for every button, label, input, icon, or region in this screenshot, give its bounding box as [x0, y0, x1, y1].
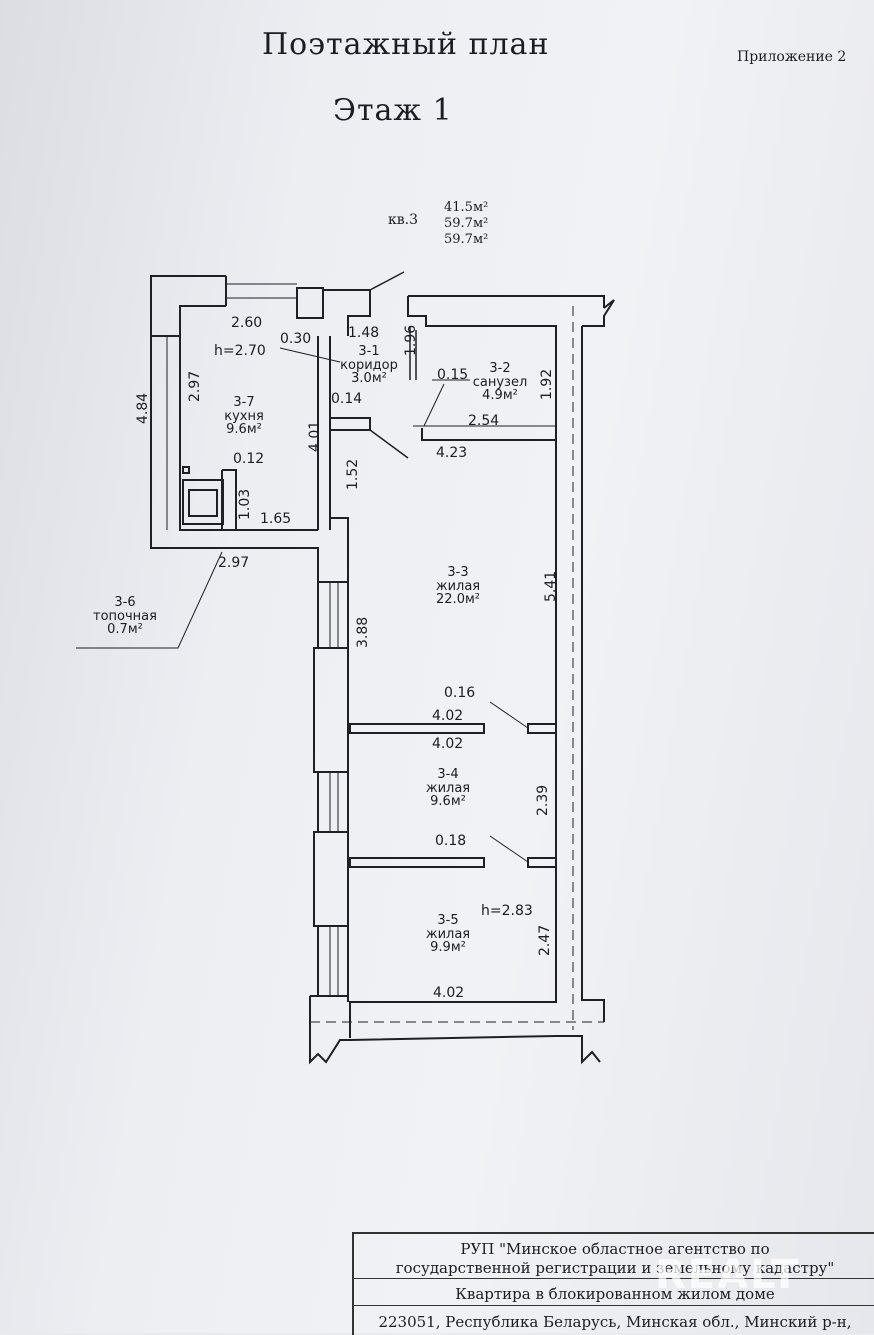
- title-block: РУП "Минское областное агентство по госу…: [352, 1232, 874, 1335]
- dim-2-97-vertical: 2.97: [187, 370, 203, 402]
- apartment-area-3: 59.7м²: [444, 232, 489, 247]
- room-3-2-number: 3-2: [489, 361, 511, 376]
- room-3-1-name: коридор: [340, 357, 398, 373]
- room-3-1-area: 3.0м²: [351, 371, 387, 387]
- dim-0-14: 0.14: [331, 391, 363, 407]
- stamp-object: Квартира в блокированном жилом доме: [455, 1285, 775, 1303]
- room-3-1: 3-1 коридор 3.0м²: [334, 345, 404, 386]
- room-3-6-name: топочная: [93, 608, 157, 624]
- apartment-label: кв.3: [388, 212, 418, 228]
- dim-5-41: 5.41: [543, 570, 559, 602]
- room-3-6: 3-6 топочная 0.7м²: [80, 596, 170, 637]
- dim-3-88: 3.88: [355, 616, 371, 648]
- dim-2-47: 2.47: [537, 924, 553, 956]
- dim-4-84: 4.84: [135, 392, 151, 424]
- dim-4-02-upper: 4.02: [432, 708, 464, 724]
- room-3-3-area: 22.0м²: [436, 592, 480, 608]
- kitchen-inner-wall: [179, 305, 318, 531]
- dim-2-60: 2.60: [231, 315, 263, 331]
- room-3-2-area: 4.9м²: [482, 388, 518, 404]
- dim-1-48: 1.48: [348, 325, 380, 341]
- dim-4-23: 4.23: [436, 445, 468, 461]
- dim-1-92: 1.92: [539, 368, 555, 400]
- room-3-4-area: 9.6м²: [430, 794, 466, 810]
- dim-4-01: 4.01: [307, 420, 323, 452]
- room-3-5-name: жилая: [425, 926, 471, 942]
- stamp-org-line-1: РУП "Минское областное агентство по: [460, 1240, 770, 1258]
- room-3-3: 3-3 жилая 22.0м²: [418, 566, 498, 607]
- stamp-divider-2: [354, 1305, 874, 1306]
- dim-1-96: 1.96: [403, 324, 419, 356]
- kitchen-height: h=2.70: [214, 343, 266, 359]
- room-3-7-name: кухня: [224, 408, 264, 424]
- room-3-5: 3-5 жилая 9.9м²: [410, 914, 486, 955]
- room-3-5-number: 3-5: [437, 913, 459, 928]
- page-title: Поэтажный план: [262, 27, 550, 62]
- room-3-4-name: жилая: [425, 780, 471, 796]
- room-3-2-name: санузел: [472, 374, 528, 390]
- stamp-org-line-2: государственной регистрации и земельному…: [395, 1259, 835, 1277]
- appendix-label: Приложение 2: [737, 49, 847, 65]
- dim-0-18: 0.18: [435, 833, 467, 849]
- room-3-6-number: 3-6: [114, 595, 136, 610]
- dim-1-52: 1.52: [345, 458, 361, 490]
- dim-0-12: 0.12: [233, 451, 265, 467]
- dim-0-15: 0.15: [437, 367, 469, 383]
- room-3-2: 3-2 санузел 4.9м²: [465, 362, 535, 403]
- dim-1-65: 1.65: [260, 511, 292, 527]
- room-3-6-area: 0.7м²: [107, 622, 143, 638]
- room-height: h=2.83: [481, 903, 533, 919]
- dim-2-39: 2.39: [535, 784, 551, 816]
- room-3-4: 3-4 жилая 9.6м²: [410, 768, 486, 809]
- stamp-address: 223051, Республика Беларусь, Минская обл…: [378, 1313, 852, 1331]
- room-3-3-number: 3-3: [447, 565, 469, 580]
- room-3-7: 3-7 кухня 9.6м²: [206, 396, 282, 437]
- room-3-7-number: 3-7: [233, 395, 255, 410]
- room-3-5-area: 9.9м²: [430, 940, 466, 956]
- apartment-area-2: 59.7м²: [444, 216, 489, 231]
- room-3-1-number: 3-1: [358, 344, 380, 359]
- watermark-logo: REALT: [655, 1252, 801, 1298]
- room-3-3-name: жилая: [435, 578, 481, 594]
- room-3-4-number: 3-4: [437, 767, 459, 782]
- apartment-area-1: 41.5м²: [444, 200, 489, 215]
- dim-4-02-lower: 4.02: [432, 736, 464, 752]
- dim-0-30: 0.30: [280, 331, 312, 347]
- stamp-divider-1: [354, 1278, 874, 1279]
- floor-title: Этаж 1: [333, 93, 453, 128]
- dim-4-02-bottom: 4.02: [433, 985, 465, 1001]
- kitchen-outer-wall: [150, 275, 349, 583]
- dim-2-97-horizontal: 2.97: [218, 555, 250, 571]
- dim-2-54: 2.54: [468, 413, 500, 429]
- dim-1-03: 1.03: [237, 488, 253, 520]
- room-3-7-area: 9.6м²: [226, 422, 262, 438]
- dim-0-16: 0.16: [444, 685, 476, 701]
